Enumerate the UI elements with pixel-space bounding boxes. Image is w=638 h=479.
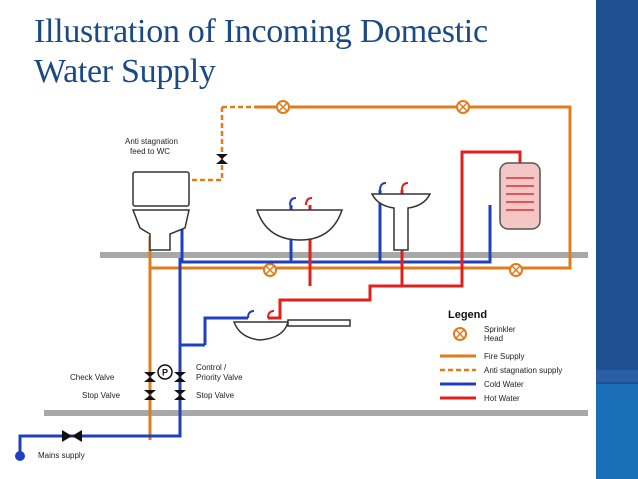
hot-water-cylinder: [499, 162, 541, 230]
slide-title: Illustration of Incoming Domestic Water …: [34, 12, 574, 92]
anti-stagnation-to-wc: [178, 165, 224, 182]
kitchen-taps-icon: [247, 310, 275, 319]
mains-stop-valve-icon: [62, 430, 82, 442]
upper-floor-slab: [100, 252, 588, 258]
mains-supply-pipe: [18, 258, 182, 452]
sprinkler-head-top-left: [276, 100, 290, 114]
mains-inlet-icon: [15, 451, 25, 461]
legend-hot-label: Hot Water: [484, 394, 520, 403]
sidebar-stripe: [596, 370, 638, 382]
control-valve-label-1: Control /: [196, 363, 227, 372]
wc-toilet: [131, 171, 190, 251]
title-line-2: Water Supply: [34, 53, 216, 90]
stop-valve-left-icon: [144, 390, 156, 400]
basin-taps-icon: [289, 197, 313, 206]
plumbing-diagram: P Anti stagnation feed to WC Check Valve…: [15, 100, 588, 461]
title-line-1: Illustration of Incoming Domestic: [34, 13, 488, 50]
fire-lower-branch: [150, 105, 572, 270]
anti-stagnation-label-1: Anti stagnation: [125, 137, 178, 146]
wash-basin: [255, 209, 344, 241]
cold-main-horizontal: [180, 205, 492, 264]
legend-sprinkler-label-2: Head: [484, 334, 503, 343]
slide-sidebar-decoration: [596, 0, 638, 479]
legend-fire-label: Fire Supply: [484, 352, 524, 361]
anti-stagnation-label-2: feed to WC: [130, 147, 170, 156]
legend-sprinkler-label-1: Sprinkler: [484, 325, 516, 334]
pedestal-taps-icon: [379, 182, 409, 191]
anti-stagnation-valve-icon: [216, 154, 228, 164]
legend: Legend Sprinkler Head Fire Supply Anti s…: [440, 309, 562, 403]
check-valve-label: Check Valve: [70, 373, 115, 382]
sprinkler-head-mid-right: [509, 263, 523, 277]
sprinkler-head-mid-left: [263, 263, 277, 277]
pump-icon: P: [157, 364, 173, 380]
control-valve-label-2: Priority Valve: [196, 373, 243, 382]
legend-cold-label: Cold Water: [484, 380, 524, 389]
cold-to-kitchen-sink: [203, 316, 248, 345]
sprinkler-head-top-right: [456, 100, 470, 114]
stop-valve-right-icon: [174, 390, 186, 400]
kitchen-sink: [232, 319, 351, 341]
hot-cylinder-flow: [268, 150, 522, 320]
stop-valve-right-label: Stop Valve: [196, 391, 235, 400]
stop-valve-left-label: Stop Valve: [82, 391, 121, 400]
pedestal-sink: [370, 193, 432, 251]
legend-sprinkler-icon: [453, 327, 467, 341]
sidebar-lower-block: [596, 384, 638, 479]
control-valve-icon: [174, 372, 186, 382]
legend-anti-stagnation-label: Anti stagnation supply: [484, 366, 562, 375]
pump-label: P: [162, 368, 168, 378]
lower-floor-slab: [44, 410, 588, 416]
mains-supply-label: Mains supply: [38, 451, 85, 460]
legend-title: Legend: [448, 309, 487, 321]
check-valve-icon: [144, 372, 156, 382]
